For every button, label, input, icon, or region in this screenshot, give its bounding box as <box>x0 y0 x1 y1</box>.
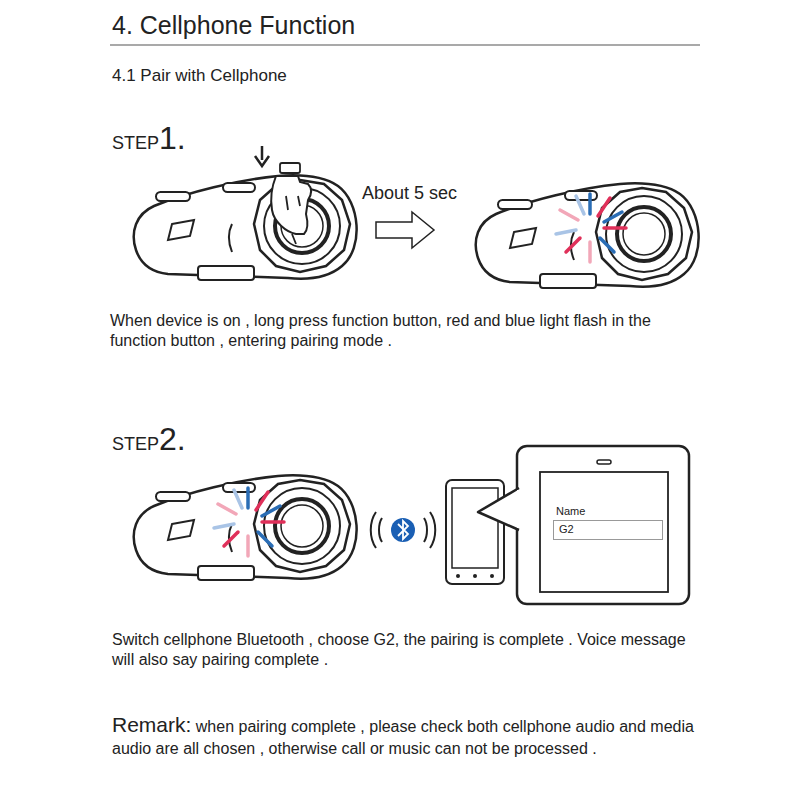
step-word: STEP <box>112 133 159 153</box>
text-block: When device is on , long press function … <box>110 311 700 352</box>
text-block: 4.1 Pair with Cellphone <box>112 65 512 87</box>
text-field: NameG2 <box>553 520 663 540</box>
text-block: STEP1. <box>112 118 312 159</box>
section-heading: 4.1 Pair with Cellphone <box>112 66 287 85</box>
field-label: Name <box>556 505 585 517</box>
step-word: STEP <box>112 434 159 454</box>
remark-heading: Remark: <box>112 713 191 736</box>
remark-text: when pairing complete , please check bot… <box>112 718 694 757</box>
text-block: About 5 sec <box>362 182 502 205</box>
instruction-text: When device is on , long press function … <box>110 312 651 349</box>
instruction-text: Switch cellphone Bluetooth , choose G2, … <box>112 631 686 668</box>
step-number: 1. <box>159 120 186 156</box>
text-block: Remark: when pairing complete , please c… <box>112 712 712 759</box>
text-block: STEP2. <box>112 419 312 460</box>
duration-label: About 5 sec <box>362 183 457 203</box>
step-number: 2. <box>159 421 186 457</box>
text-block: Switch cellphone Bluetooth , choose G2, … <box>112 630 704 671</box>
page-title: 4. Cellphone Function <box>112 10 355 41</box>
field-value: G2 <box>559 523 657 535</box>
